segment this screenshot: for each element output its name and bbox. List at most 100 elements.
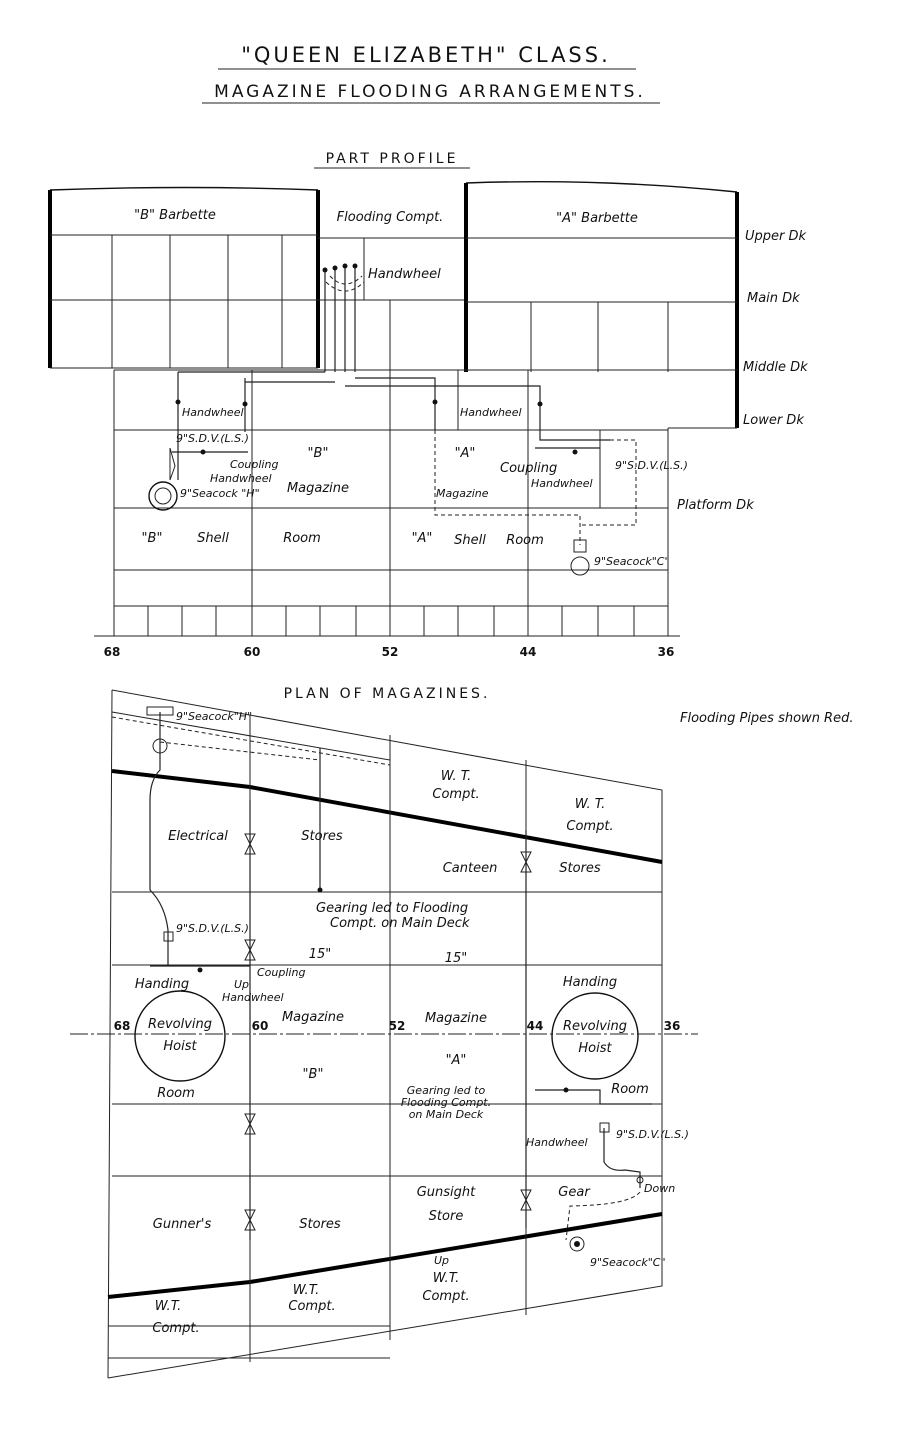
room-b-label: Room: [157, 1086, 195, 1101]
main-deck-label: Main Dk: [747, 291, 800, 306]
wt-compt-bottom-1-line2: Compt.: [422, 1289, 469, 1304]
gunsight-store-line1: Gunsight: [417, 1185, 476, 1200]
plan-up-b-label: Up: [234, 978, 249, 991]
b-shell-room-room: Room: [283, 531, 321, 546]
a-shell-room-room: Room: [506, 533, 544, 548]
a-magazine-label: Magazine: [436, 487, 489, 500]
a-handwheel-label: Handwheel: [460, 406, 522, 419]
b-seacock-label: 9"Seacock "H": [180, 487, 260, 500]
electrical-stores-stores: Stores: [301, 829, 343, 844]
plan-flooding-pipes: [149, 712, 652, 1241]
a-coupling-handwheel-label: Handwheel: [531, 477, 593, 490]
a-seacock-label: 9"Seacock"C": [594, 555, 670, 568]
wt-compt-bottom-1-line1: W.T.: [433, 1271, 459, 1286]
handing-a-label: Handing: [563, 975, 617, 990]
plan-sdv-a-label: 9"S.D.V.(L.S.): [616, 1128, 689, 1141]
profile-frame-60: 60: [244, 645, 261, 659]
middle-deck-label: Middle Dk: [743, 360, 808, 375]
plan-valve-icons: [163, 833, 644, 1231]
a-magazine-letter: "A": [455, 446, 476, 461]
seacock-h-plan-icon: [146, 706, 174, 754]
plan-frame-44: 44: [527, 1019, 544, 1033]
wt-compt-bottom-3-line1: W.T.: [155, 1299, 181, 1314]
wt-compt-top-1-line1: W. T.: [441, 769, 472, 784]
a-shell-room-shell: Shell: [454, 533, 486, 548]
plan-structure: [70, 689, 698, 1379]
plan-seacock-c-label: 9"Seacock"C": [590, 1256, 666, 1269]
b-magazine-label: Magazine: [287, 481, 349, 496]
plan-frame-68: 68: [114, 1019, 131, 1033]
gearing-a-line1: Gearing led to: [407, 1084, 486, 1097]
b-barbette-label: "B" Barbette: [134, 208, 216, 223]
gunsight-store-line2: Store: [429, 1209, 464, 1224]
wt-compt-top-2-line1: W. T.: [575, 797, 606, 812]
plan-handwheel-b-label: Handwheel: [222, 991, 284, 1004]
gearing-b-line1: Gearing led to Flooding: [316, 901, 468, 916]
gear-label: Gear: [558, 1185, 591, 1200]
profile-heading: PART PROFILE: [326, 151, 459, 167]
gunners-stores-stores: Stores: [299, 1217, 341, 1232]
canteen-stores-canteen: Canteen: [443, 861, 498, 876]
a-revolving-hoist-line2: Hoist: [578, 1041, 612, 1056]
b-handwheel-label: Handwheel: [182, 406, 244, 419]
profile-structure: [48, 180, 739, 637]
fifteen-b-label: 15": [309, 947, 332, 962]
a-revolving-hoist-line1: Revolving: [563, 1019, 627, 1034]
b-revolving-hoist-ring: [134, 990, 226, 1082]
wt-compt-bottom-2-line2: Compt.: [288, 1299, 335, 1314]
magazine-b-label: Magazine: [282, 1010, 344, 1025]
plan-seacock-h-label: 9"Seacock"H": [176, 710, 252, 723]
a-shell-room-letter: "A": [412, 531, 433, 546]
profile-frame-68: 68: [104, 645, 121, 659]
letter-a-label: "A": [446, 1053, 467, 1068]
plan-heading: PLAN OF MAGAZINES.: [284, 686, 491, 702]
a-barbette-label: "A" Barbette: [556, 211, 638, 226]
wt-compt-top-1-line2: Compt.: [432, 787, 479, 802]
b-revolving-hoist-line1: Revolving: [148, 1017, 212, 1032]
plan-frame-numbers: 68 60 52 44 36: [114, 1019, 681, 1033]
b-shell-room-shell: Shell: [197, 531, 229, 546]
plan-up-a-label: Up: [434, 1254, 449, 1267]
profile-frame-52: 52: [382, 645, 399, 659]
platform-deck-label: Platform Dk: [677, 498, 754, 513]
letter-b-label: "B": [303, 1067, 324, 1082]
plan-sdv-b-label: 9"S.D.V.(L.S.): [176, 922, 249, 935]
seacock-h-profile-icon: [148, 481, 178, 511]
a-revolving-hoist-ring: [551, 992, 639, 1080]
profile-frame-numbers: 68 60 52 44 36: [104, 645, 675, 659]
profile-handwheel-label: Handwheel: [368, 267, 441, 282]
b-sdv-label: 9"S.D.V.(L.S.): [176, 432, 249, 445]
plan-coupling-b-label: Coupling: [257, 966, 305, 979]
canteen-stores-stores: Stores: [559, 861, 601, 876]
fifteen-a-label: 15": [445, 951, 468, 966]
lower-deck-label: Lower Dk: [743, 413, 804, 428]
b-magazine-letter: "B": [308, 446, 329, 461]
down-label: Down: [644, 1182, 675, 1195]
profile-frame-44: 44: [520, 645, 537, 659]
drawing-title: "QUEEN ELIZABETH" CLASS.: [241, 43, 611, 67]
wt-compt-bottom-3-line2: Compt.: [152, 1321, 199, 1336]
drawing-subtitle: MAGAZINE FLOODING ARRANGEMENTS.: [214, 82, 646, 102]
a-coupling-label: Coupling: [500, 461, 557, 476]
gearing-a-line2: Flooding Compt.: [401, 1096, 491, 1109]
seacock-c-profile-icon: [570, 539, 590, 576]
wt-compt-top-2-line2: Compt.: [566, 819, 613, 834]
plan-frame-36: 36: [664, 1019, 681, 1033]
b-coupling-label: Coupling: [230, 458, 278, 471]
profile-flooding-pipes: [169, 268, 637, 545]
handing-b-label: Handing: [135, 977, 189, 992]
electrical-stores-electrical: Electrical: [168, 829, 228, 844]
wt-compt-bottom-2-line1: W.T.: [293, 1283, 319, 1298]
profile-handwheel-icons: [175, 263, 578, 455]
plan-frame-60: 60: [252, 1019, 269, 1033]
b-coupling-handwheel-label: Handwheel: [210, 472, 272, 485]
flooding-compt-label: Flooding Compt.: [337, 210, 444, 225]
seacock-c-plan-icon: [569, 1236, 585, 1252]
upper-deck-label: Upper Dk: [745, 229, 807, 244]
plan-frame-52: 52: [389, 1019, 406, 1033]
gearing-b-line2: Compt. on Main Deck: [330, 916, 470, 931]
gearing-a-line3: on Main Deck: [409, 1108, 484, 1121]
gunners-stores-gunners: Gunner's: [153, 1217, 212, 1232]
a-sdv-label: 9"S.D.V.(L.S.): [615, 459, 688, 472]
